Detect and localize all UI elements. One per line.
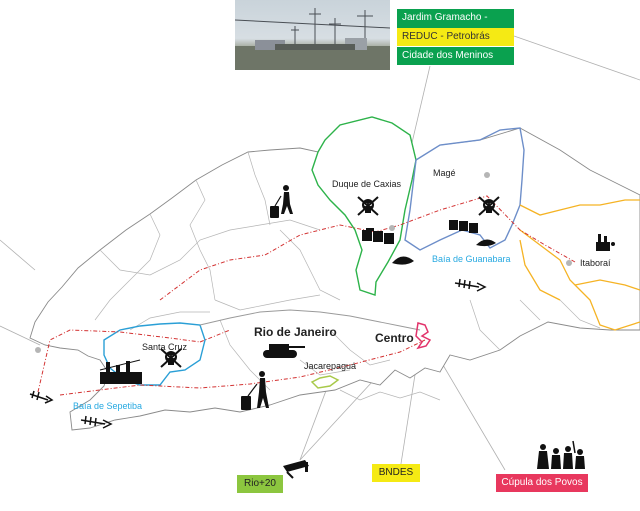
legend-reduc: REDUC - Petrobrás xyxy=(397,28,514,46)
surveillance-camera-icon xyxy=(283,460,309,479)
itaborai-dot xyxy=(566,260,572,266)
traveler-icon xyxy=(241,371,269,410)
oil-spill-icon xyxy=(392,256,414,265)
fish-skeleton-icon xyxy=(80,415,113,429)
centro-border xyxy=(415,322,432,350)
factory-icon xyxy=(596,234,615,251)
label-rio20-text: Rio+20 xyxy=(244,478,276,489)
oil-barrels-icon xyxy=(449,220,478,233)
label-rio20: Rio+20 xyxy=(237,475,283,493)
duque-de-caxias-border xyxy=(311,116,417,296)
label-rio-de-janeiro: Rio de Janeiro xyxy=(254,325,337,339)
fish-skeleton-icon xyxy=(29,390,54,404)
skull-icon xyxy=(478,196,500,216)
legend-cidade-meninos: Cidade dos Meninos xyxy=(397,47,514,65)
label-mage: Magé xyxy=(433,168,456,178)
route-line xyxy=(37,195,576,396)
label-bndes-text: BNDES xyxy=(378,467,414,478)
duque-dot xyxy=(389,225,395,231)
oil-barrels-icon xyxy=(362,228,394,244)
traveler-icon xyxy=(270,185,293,218)
skull-icon xyxy=(160,348,182,368)
refinery-photo xyxy=(235,0,390,70)
sepetiba-dot xyxy=(35,347,41,353)
label-bndes: BNDES xyxy=(372,464,420,482)
label-jacarepagua: Jacarepaguá xyxy=(304,361,356,371)
fish-skeleton-icon xyxy=(454,278,487,292)
coastline xyxy=(29,116,640,431)
mage-border xyxy=(404,127,525,251)
mage-dot xyxy=(484,172,490,178)
label-baia-de-guanabara: Baía de Guanabara xyxy=(432,254,511,264)
oil-spill-icon xyxy=(476,239,496,247)
legend-reduc-label: REDUC - Petrobrás xyxy=(402,31,490,42)
label-cupula-text: Cúpula dos Povos xyxy=(501,477,583,488)
label-duque-de-caxias: Duque de Caxias xyxy=(332,179,402,189)
skull-icon xyxy=(357,196,379,216)
label-baia-de-sepetiba: Baía de Sepetiba xyxy=(73,401,142,411)
label-itaborai: Itaboraí xyxy=(580,258,611,268)
itaborai-border xyxy=(519,199,640,331)
label-cupula-dos-povos: Cúpula dos Povos xyxy=(496,474,588,492)
factory-icon xyxy=(99,359,142,384)
people-protest-icon xyxy=(537,440,585,469)
label-centro: Centro xyxy=(375,331,414,345)
legend-cidade-meninos-label: Cidade dos Meninos xyxy=(402,50,494,61)
label-santa-cruz: Santa Cruz xyxy=(142,342,188,352)
jacarepagua-border xyxy=(310,375,340,389)
tank-icon xyxy=(263,344,305,358)
